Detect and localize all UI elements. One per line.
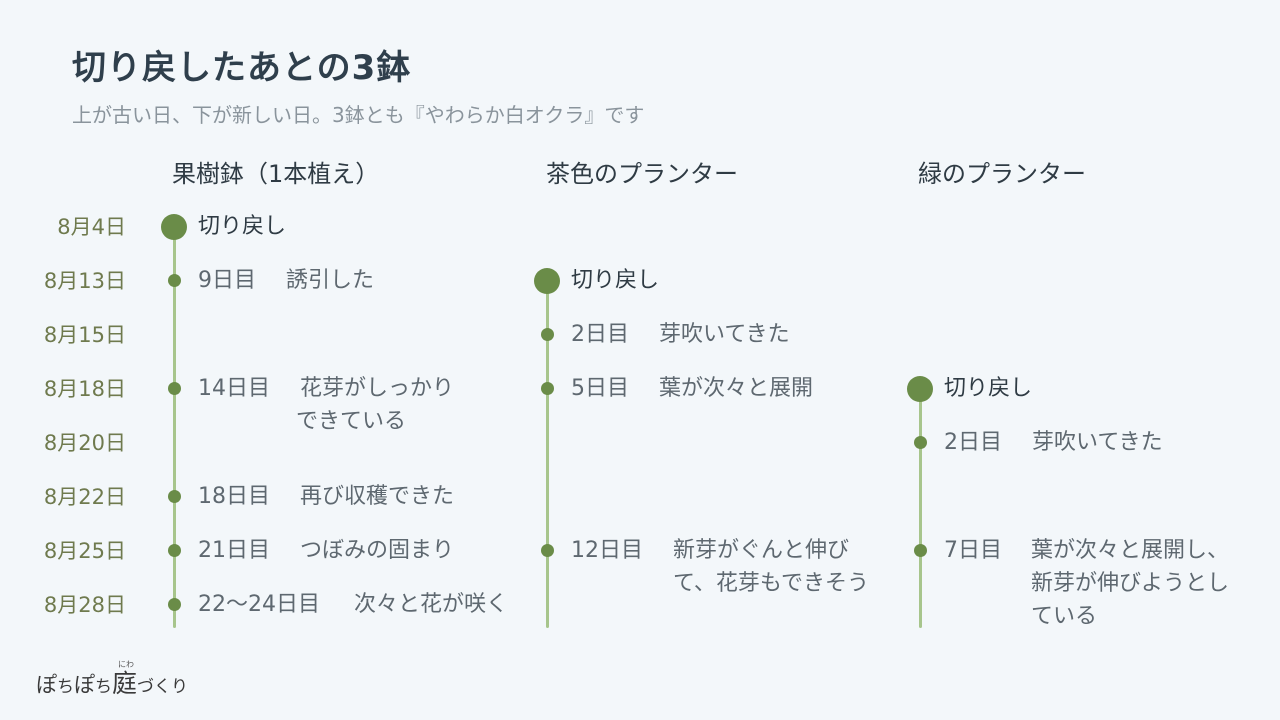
- timeline-entry: 18日目 再び収穫できた: [198, 480, 454, 513]
- entry-text: ている: [1031, 604, 1098, 629]
- entry-text: 芽吹いてきた: [659, 322, 790, 347]
- entry-day: 21日目: [198, 538, 270, 563]
- entry-day: 14日目: [198, 376, 270, 401]
- timeline-dot: [168, 598, 181, 611]
- entry-text: 葉が次々と展開: [659, 376, 814, 401]
- timeline-start-dot: [907, 376, 933, 402]
- entry-text: つぼみの固まり: [300, 538, 455, 563]
- date-label: 8月22日: [43, 485, 126, 509]
- timeline-line-fruit-pot: [172, 227, 176, 628]
- date-label: 8月18日: [43, 377, 126, 401]
- timeline-entry: 2日目 芽吹いてきた: [944, 426, 1163, 459]
- entry-text: できている: [296, 409, 407, 434]
- logo-char: ぽ: [74, 673, 95, 697]
- timeline-entry: 9日目 誘引した: [198, 264, 374, 297]
- logo-char: づくり: [137, 677, 189, 697]
- timeline-start-dot: [161, 214, 187, 240]
- logo-kanji-char: 庭: [112, 669, 138, 698]
- entry-text: 次々と花が咲く: [354, 592, 509, 617]
- timeline-dot: [914, 436, 927, 449]
- timeline-dot: [168, 544, 181, 557]
- entry-day: 2日目: [944, 430, 1002, 455]
- page-subtitle: 上が古い日、下が新しい日。3鉢とも『やわらか白オクラ』です: [72, 103, 645, 127]
- timeline-entry: 2日目 芽吹いてきた: [571, 318, 790, 351]
- logo-char: ち: [95, 677, 112, 697]
- timeline-dot: [541, 328, 554, 341]
- timeline-line-green-planter: [918, 389, 922, 628]
- entry-day: 9日目: [198, 268, 256, 293]
- date-label: 8月25日: [43, 539, 126, 563]
- entry-text: 誘引した: [286, 268, 375, 293]
- timeline-entry: 5日目 葉が次々と展開: [571, 372, 813, 405]
- column-header-green-planter: 緑のプランター: [918, 160, 1086, 188]
- timeline-dot: [168, 274, 181, 287]
- date-label: 8月20日: [43, 431, 126, 455]
- entry-text: 再び収穫できた: [300, 484, 455, 509]
- column-header-brown-planter: 茶色のプランター: [546, 160, 738, 188]
- timeline-entry: 12日目 新芽がぐんと伸びて、花芽もできそう: [571, 534, 869, 600]
- timeline-dot: [168, 490, 181, 503]
- logo-kanji: にわ庭: [112, 660, 138, 698]
- entry-text: て、花芽もできそう: [673, 571, 870, 596]
- date-label: 8月28日: [43, 593, 126, 617]
- timeline-entry: 7日目 葉が次々と展開し、新芽が伸びようとしている: [944, 534, 1229, 633]
- timeline-entry: 14日目 花芽がしっかりできている: [198, 372, 454, 438]
- site-logo: ぽちぽちにわ庭づくり: [36, 660, 189, 700]
- timeline-start-dot: [534, 268, 560, 294]
- timeline-dot: [914, 544, 927, 557]
- entry-text: 芽吹いてきた: [1032, 430, 1163, 455]
- timeline-dot: [541, 544, 554, 557]
- date-label: 8月13日: [43, 269, 126, 293]
- entry-text: 花芽がしっかり: [300, 376, 455, 401]
- entry-text: 新芽がぐんと伸び: [673, 538, 850, 563]
- page-title: 切り戻したあとの3鉢: [72, 48, 412, 88]
- timeline-entry-start: 切り戻し: [571, 268, 660, 293]
- entry-day: 18日目: [198, 484, 270, 509]
- timeline-entry-start: 切り戻し: [198, 214, 287, 239]
- timeline-entry: 21日目 つぼみの固まり: [198, 534, 454, 567]
- entry-day: 22〜24日目: [198, 592, 320, 617]
- timeline-line-brown-planter: [545, 281, 549, 628]
- date-label: 8月15日: [43, 323, 126, 347]
- entry-day: 5日目: [571, 376, 629, 401]
- column-header-fruit-pot: 果樹鉢（1本植え）: [172, 160, 380, 188]
- timeline-dot: [168, 382, 181, 395]
- entry-text: 新芽が伸びようとし: [1031, 571, 1230, 596]
- timeline-entry: 22〜24日目 次々と花が咲く: [198, 588, 508, 621]
- logo-ruby: にわ: [118, 660, 134, 669]
- timeline-dot: [541, 382, 554, 395]
- entry-day: 7日目: [944, 538, 1002, 563]
- logo-char: ち: [57, 677, 74, 697]
- entry-day: 2日目: [571, 322, 629, 347]
- logo-char: ぽ: [36, 673, 57, 697]
- entry-text: 葉が次々と展開し、: [1031, 538, 1230, 563]
- timeline-entry-start: 切り戻し: [944, 376, 1033, 401]
- entry-day: 12日目: [571, 538, 643, 563]
- date-label: 8月4日: [57, 215, 126, 239]
